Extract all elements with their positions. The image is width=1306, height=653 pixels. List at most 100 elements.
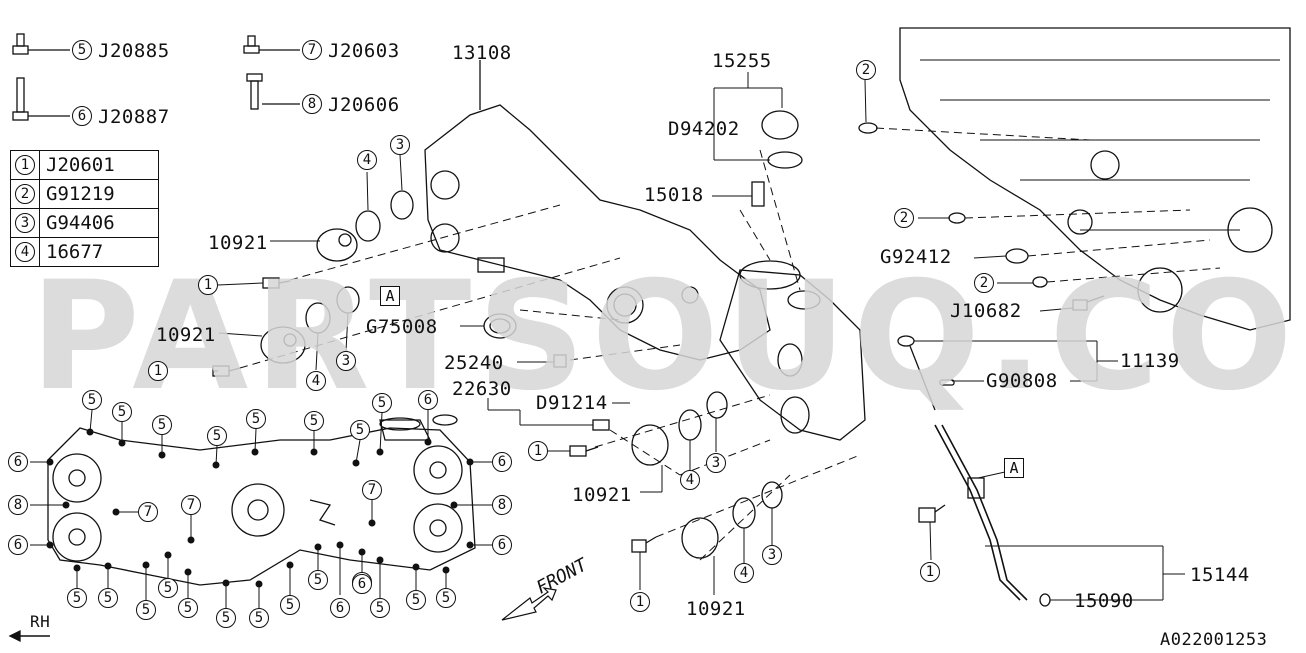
diagram-code: A022001253 — [1160, 630, 1268, 650]
callout-5[interactable]: 5 — [249, 608, 269, 628]
callout-5[interactable]: 5 — [350, 420, 370, 440]
legend-callout: 1 — [15, 155, 35, 175]
part-label[interactable]: J20606 — [328, 94, 400, 116]
callout-1[interactable]: 1 — [198, 275, 218, 295]
callout-5[interactable]: 5 — [158, 578, 178, 598]
ref-marker-a: A — [1004, 458, 1024, 478]
rh-arrow-icon — [8, 629, 50, 643]
callout-5[interactable]: 5 — [304, 411, 324, 431]
part-label-11139[interactable]: 11139 — [1120, 350, 1180, 372]
callout-5[interactable]: 5 — [98, 588, 118, 608]
callout-4[interactable]: 4 — [357, 150, 377, 170]
callout-4[interactable]: 4 — [306, 371, 326, 391]
part-label[interactable]: J20885 — [98, 40, 170, 62]
callout-7[interactable]: 7 — [138, 502, 158, 522]
part-label-10921[interactable]: 10921 — [686, 598, 746, 620]
callout-5[interactable]: 5 — [136, 600, 156, 620]
callout-1[interactable]: 1 — [920, 562, 940, 582]
callout-5[interactable]: 5 — [67, 588, 87, 608]
legend-callout: 3 — [15, 213, 35, 233]
callout-5[interactable]: 5 — [72, 40, 92, 60]
upper-timing-cover — [424, 104, 771, 361]
front-arrow-icon — [501, 587, 557, 621]
callout-3[interactable]: 3 — [706, 453, 726, 473]
callout-6[interactable]: 6 — [492, 535, 512, 555]
callout-2[interactable]: 2 — [894, 208, 914, 228]
part-label-j10682[interactable]: J10682 — [950, 300, 1022, 322]
part-label-g90808[interactable]: G90808 — [986, 370, 1058, 392]
part-label-15255[interactable]: 15255 — [712, 50, 772, 72]
callout-3[interactable]: 3 — [390, 135, 410, 155]
callout-8[interactable]: 8 — [302, 94, 322, 114]
lower-timing-cover — [47, 427, 476, 586]
part-label-15144[interactable]: 15144 — [1190, 564, 1250, 586]
callout-6[interactable]: 6 — [418, 390, 438, 410]
callout-5[interactable]: 5 — [82, 390, 102, 410]
part-label-15018[interactable]: 15018 — [644, 184, 704, 206]
callout-8[interactable]: 8 — [8, 495, 28, 515]
part-label-d91214[interactable]: D91214 — [536, 392, 608, 414]
callout-3[interactable]: 3 — [336, 351, 356, 371]
callout-6[interactable]: 6 — [72, 106, 92, 126]
legend-part[interactable]: G91219 — [39, 179, 159, 209]
callout-5[interactable]: 5 — [280, 595, 300, 615]
callout-5[interactable]: 5 — [216, 608, 236, 628]
part-label-22630[interactable]: 22630 — [452, 378, 512, 400]
part-label-13108[interactable]: 13108 — [452, 42, 512, 64]
callout-6[interactable]: 6 — [330, 598, 350, 618]
callout-5[interactable]: 5 — [370, 598, 390, 618]
part-label-g75008[interactable]: G75008 — [366, 316, 438, 338]
part-label-10921[interactable]: 10921 — [156, 324, 216, 346]
callout-5[interactable]: 5 — [406, 590, 426, 610]
callout-6[interactable]: 6 — [492, 452, 512, 472]
callout-4[interactable]: 4 — [734, 563, 754, 583]
callout-1[interactable]: 1 — [630, 592, 650, 612]
callout-3[interactable]: 3 — [762, 545, 782, 565]
part-label[interactable]: J20603 — [328, 40, 400, 62]
callout-5[interactable]: 5 — [246, 409, 266, 429]
bolt-icon-8 — [246, 73, 263, 110]
callout-5[interactable]: 5 — [308, 570, 328, 590]
legend-part[interactable]: G94406 — [39, 208, 159, 238]
callout-5[interactable]: 5 — [178, 598, 198, 618]
legend-part[interactable]: J20601 — [39, 150, 159, 180]
legend-part[interactable]: 16677 — [39, 237, 159, 267]
part-label-25240[interactable]: 25240 — [444, 352, 504, 374]
bolt-icon-5 — [12, 33, 29, 55]
callout-5[interactable]: 5 — [112, 402, 132, 422]
callout-5[interactable]: 5 — [152, 415, 172, 435]
legend-callout: 2 — [15, 184, 35, 204]
callout-1[interactable]: 1 — [148, 361, 168, 381]
callout-2[interactable]: 2 — [856, 60, 876, 80]
watermark: PARTSOUQ.COM — [30, 250, 1306, 424]
ref-marker-a: A — [380, 286, 400, 306]
callout-5[interactable]: 5 — [372, 393, 392, 413]
part-label-10921[interactable]: 10921 — [572, 484, 632, 506]
part-label-d94202[interactable]: D94202 — [668, 118, 740, 140]
callout-7[interactable]: 7 — [302, 40, 322, 60]
callout-1[interactable]: 1 — [528, 441, 548, 461]
part-label-g92412[interactable]: G92412 — [880, 246, 952, 268]
callout-5[interactable]: 5 — [436, 588, 456, 608]
bolt-icon-6 — [12, 77, 29, 121]
callout-7[interactable]: 7 — [181, 495, 201, 515]
callout-4[interactable]: 4 — [680, 470, 700, 490]
callout-6[interactable]: 6 — [352, 574, 372, 594]
engine-block — [899, 27, 1291, 331]
callout-8[interactable]: 8 — [492, 495, 512, 515]
bolt-icon-7 — [243, 35, 260, 54]
part-label-15090[interactable]: 15090 — [1074, 590, 1134, 612]
callout-5[interactable]: 5 — [207, 426, 227, 446]
callout-6[interactable]: 6 — [8, 452, 28, 472]
part-label-10921[interactable]: 10921 — [208, 232, 268, 254]
callout-2[interactable]: 2 — [974, 273, 994, 293]
callout-7[interactable]: 7 — [362, 480, 382, 500]
part-label[interactable]: J20887 — [98, 106, 170, 128]
callout-6[interactable]: 6 — [8, 535, 28, 555]
